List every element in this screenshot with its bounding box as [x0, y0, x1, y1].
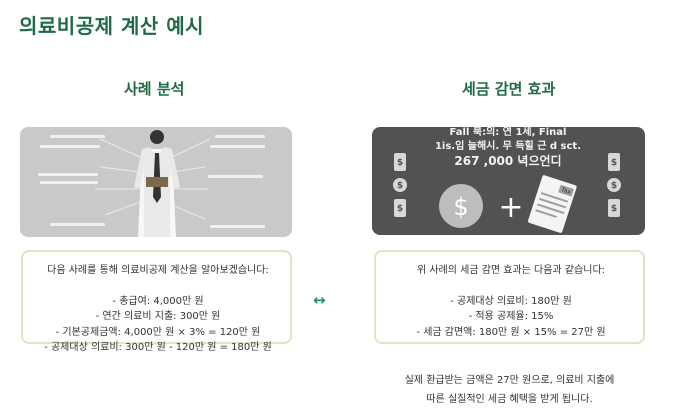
case-intro: 다음 사례를 통해 의료비공제 계산을 알아보겠습니다:	[47, 265, 269, 276]
tax-item: - 세금 감면액: 180만 원 × 15% = 27만 원	[416, 326, 606, 338]
tax-item: - 공제대상 의료비: 180만 원	[450, 295, 572, 307]
tax-reduction-heading: 세금 감면 효과	[462, 80, 556, 98]
page-title: 의료비공제 계산 예시	[19, 14, 205, 38]
case-analysis-heading: 사례 분석	[124, 80, 185, 98]
case-item: - 총급여: 4,000만 원	[112, 295, 204, 307]
image-text-line-3: 267 ,000 녁으언디	[454, 153, 561, 168]
tax-item: - 적용 공제율: 15%	[468, 311, 554, 322]
svg-text:Tax: Tax	[559, 186, 572, 196]
svg-text:$: $	[611, 181, 617, 191]
svg-text:$: $	[397, 158, 403, 168]
plus-icon: +	[498, 190, 523, 225]
case-item: - 연간 의료비 지출: 300만 원	[95, 311, 221, 322]
tax-reduction-box	[374, 250, 645, 344]
tax-reduction-image: Fall 북:의: 연 1세, Final 1is.임 늘해시. 무 득힐 근 …	[372, 127, 645, 235]
double-arrow-icon: ↔	[313, 291, 326, 309]
tax-illustration: Fall 북:의: 연 1세, Final 1is.임 늘해시. 무 득힐 근 …	[393, 127, 621, 233]
image-text-line-2: 1is.임 늘해시. 무 득힐 근 d sct.	[435, 139, 581, 152]
tax-intro: 위 사례의 세금 감면 효과는 다음과 같습니다:	[416, 265, 606, 276]
svg-text:$: $	[453, 193, 468, 221]
svg-text:$: $	[611, 204, 617, 214]
case-item: - 기본공제금액: 4,000만 원 × 3% = 120만 원	[55, 326, 261, 338]
svg-text:$: $	[397, 181, 403, 191]
case-analysis-image	[20, 127, 292, 237]
case-item: - 공제대상 의료비: 300만 원 - 120만 원 = 180만 원	[44, 342, 272, 353]
footer-line: 실제 환급받는 금액은 27만 원으로, 의료비 지출에	[404, 375, 615, 386]
image-text-line-1: Fall 북:의: 연 1세, Final	[450, 127, 567, 138]
case-analysis-box	[21, 250, 292, 344]
case-analysis-text: 다음 사례를 통해 의료비공제 계산을 알아보겠습니다: - 총급여: 4,00…	[18, 263, 298, 356]
svg-text:$: $	[611, 158, 617, 168]
person-illustration	[38, 130, 265, 237]
dollar-circle-icon	[439, 184, 483, 228]
tax-reduction-text: 위 사례의 세금 감면 효과는 다음과 같습니다: - 공제대상 의료비: 18…	[371, 263, 651, 340]
svg-text:$: $	[397, 204, 403, 214]
tax-document-icon: Tax	[527, 175, 577, 233]
tax-summary-footer: 실제 환급받는 금액은 27만 원으로, 의료비 지출에 따른 실질적인 세금 …	[372, 371, 647, 409]
footer-line: 따른 실질적인 세금 혜택을 받게 됩니다.	[426, 394, 593, 405]
